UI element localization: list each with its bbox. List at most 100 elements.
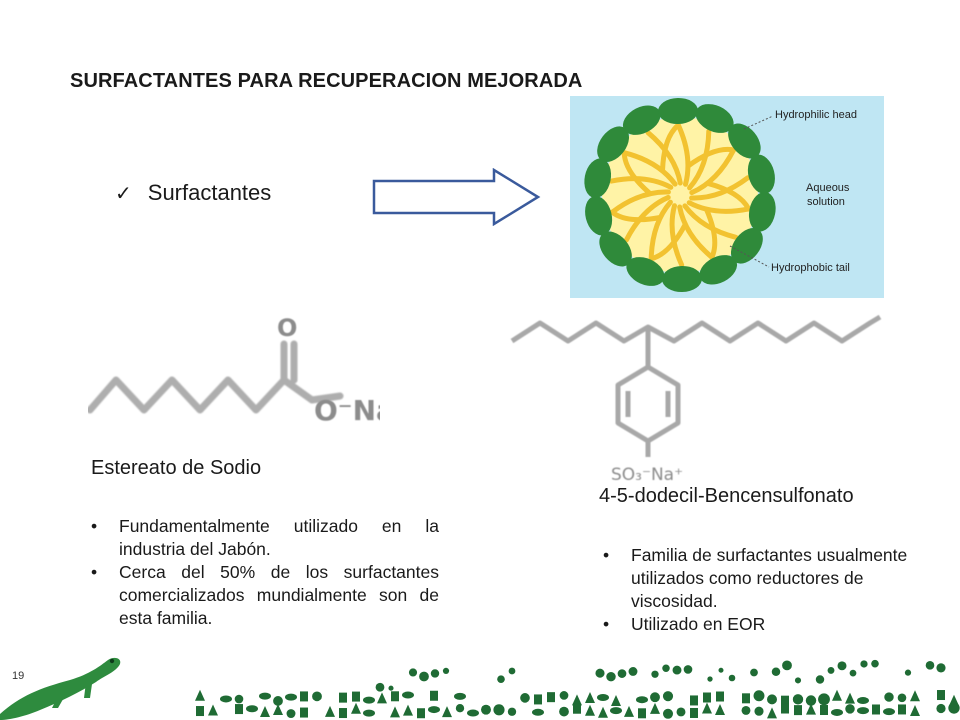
footer-pattern-shape	[259, 692, 271, 700]
footer-pattern-shape	[585, 691, 595, 703]
footer-pattern-shape	[781, 703, 789, 714]
footer-pattern-shape	[716, 691, 724, 702]
hydrophilic-head	[747, 154, 775, 194]
footer-pattern-shape	[827, 666, 835, 674]
footer-pattern-shape	[195, 689, 205, 701]
footer-pattern-shape	[417, 708, 425, 719]
micelle-diagram: Hydrophilic head Aqueous solution Hydrop…	[570, 96, 884, 298]
footer-pattern-shape	[611, 694, 621, 706]
hydrophilic-head	[622, 105, 661, 135]
footer-pattern-shape	[559, 706, 569, 717]
footer-pattern-shape	[572, 694, 582, 706]
sodium-stearate-structure: O O⁻Na⁺	[88, 314, 380, 427]
footer-pattern-shape	[430, 669, 440, 678]
footer-pattern-shape	[300, 707, 308, 718]
footer-pattern-shape	[638, 708, 646, 719]
footer-pattern-shape	[806, 703, 816, 715]
footer-pattern-shape	[794, 705, 802, 716]
footer-pattern-shape	[702, 702, 712, 714]
footer-pattern-shape	[849, 669, 857, 677]
footer-pattern-shape	[428, 706, 440, 714]
footer-pattern-shape	[481, 704, 491, 715]
footer-pattern-shape	[897, 693, 907, 703]
footer-pattern-shape	[662, 708, 674, 719]
footer-pattern-shape	[573, 703, 581, 714]
footer-pattern-shape	[845, 692, 855, 704]
footer-pattern-shape	[741, 705, 751, 715]
footer-pattern-shape	[672, 665, 682, 675]
footer-pattern-shape	[442, 667, 450, 675]
footer-pattern-shape	[351, 702, 361, 714]
footer-pattern-shape	[884, 692, 894, 702]
footer-pattern-shape	[559, 691, 569, 700]
footer-pattern-shape	[742, 693, 750, 704]
right-bullet-2: Utilizado en EOR	[601, 613, 931, 636]
footer-pattern-shape	[651, 670, 659, 678]
footer-pattern-shape	[610, 707, 622, 715]
footer-pattern-shape	[845, 704, 855, 714]
footer-pattern-shape	[403, 704, 413, 716]
footer-pattern-shape	[455, 704, 465, 713]
hydrophilic-head	[626, 257, 665, 286]
footer-pattern-shape	[391, 691, 399, 702]
footer-pattern-shape	[910, 690, 920, 702]
hydrophilic-head	[748, 191, 776, 232]
footer-pattern-shape	[286, 709, 296, 719]
footer-pattern-shape	[234, 694, 244, 704]
footer-pattern-shape	[857, 697, 869, 705]
stearate-ion-label: O⁻Na⁺	[314, 394, 380, 427]
footer-pattern-shape	[792, 694, 804, 705]
footer-pattern-shape	[820, 705, 828, 716]
footer-pattern-shape	[375, 682, 385, 692]
footer-pattern-shape	[312, 691, 322, 702]
hydrophilic-head	[658, 97, 698, 125]
hydrophobic-tails	[608, 122, 752, 268]
left-section-heading: Estereato de Sodio	[91, 457, 262, 479]
footer-pattern-shape	[597, 693, 609, 701]
footer-pattern-shape	[377, 692, 387, 704]
footer-pattern-shape	[683, 665, 693, 674]
footer-pattern-shape	[883, 708, 895, 716]
footer-pattern-shape	[718, 667, 724, 673]
footer-pattern-shape	[662, 691, 674, 702]
footer-pattern-shape	[837, 661, 847, 671]
footer-pattern-shape	[831, 708, 843, 716]
footer-pattern-shape	[948, 702, 960, 714]
right-bullet-1: Familia de surfactantes usualmente utili…	[601, 544, 931, 613]
hydrophilic-heads	[584, 97, 776, 293]
footer-pattern-shape	[771, 667, 781, 677]
slide-title: SURFACTANTES PARA RECUPERACION MEJORADA	[70, 70, 583, 92]
footer-pattern-shape	[352, 691, 360, 702]
footer-pattern-shape	[690, 707, 698, 718]
footer-pattern-shape	[273, 703, 283, 715]
hydrophilic-head	[599, 231, 632, 267]
label-hydrophilic-head: Hydrophilic head	[775, 109, 857, 121]
dodecylbenzenesulfonate-structure: SO₃⁻Na⁺	[510, 314, 882, 483]
footer-pattern-shape	[585, 704, 595, 716]
footer-pattern-shape	[754, 706, 764, 716]
footer-pattern-shape	[872, 704, 880, 715]
hydrophilic-head	[695, 104, 734, 133]
footer-pattern-shape	[715, 703, 725, 715]
footer-pattern-shape	[430, 690, 438, 701]
hydrophilic-head	[585, 196, 613, 236]
footer-pattern-shape	[532, 708, 544, 716]
footer-pattern-shape	[300, 691, 308, 702]
footer-pattern-shape	[260, 706, 270, 718]
footer-pattern-shape	[707, 676, 713, 682]
footer-pattern-shape	[402, 691, 414, 699]
footer-pattern-shape	[650, 692, 660, 703]
footer-pattern-shape	[196, 706, 204, 717]
footer-pattern-shape	[767, 707, 777, 719]
footer-pattern-shape	[805, 695, 817, 706]
footer-pattern-shape	[408, 668, 418, 677]
hydrophilic-head	[584, 158, 612, 199]
footer-pattern-shape	[388, 685, 394, 691]
footer-pattern-shape	[419, 671, 429, 682]
footer-pattern-shape	[547, 692, 555, 703]
footer-pattern-shape	[818, 693, 830, 706]
footer-pattern-shape	[520, 693, 530, 703]
hydrophilic-head	[662, 265, 702, 293]
footer-pattern-shape	[497, 675, 505, 683]
footer-pattern-shape	[493, 704, 505, 716]
